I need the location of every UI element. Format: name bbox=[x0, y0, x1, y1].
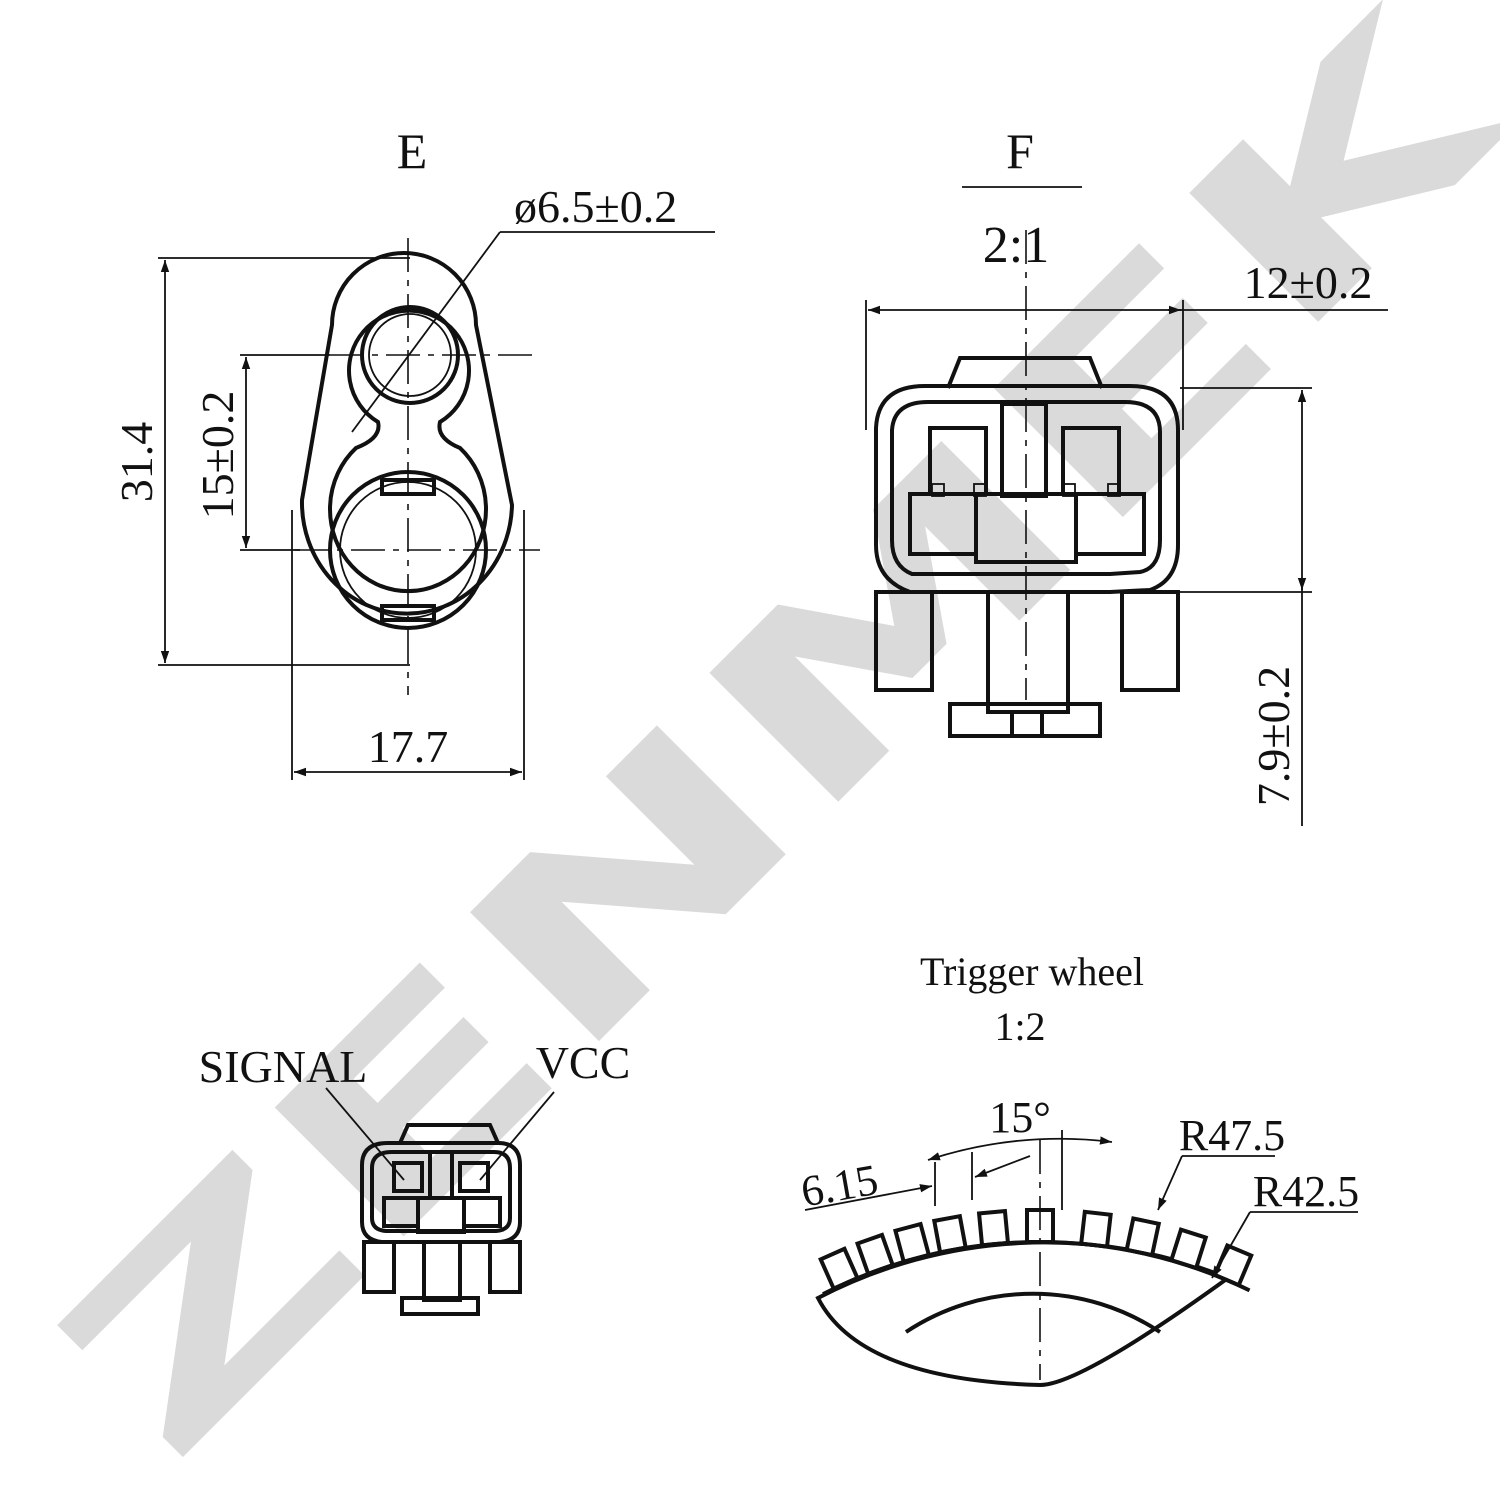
view-e-hole-diameter: ø6.5±0.2 bbox=[514, 181, 677, 232]
pinout-right-leg bbox=[488, 1240, 522, 1294]
pinout-housing-inner bbox=[370, 1150, 512, 1233]
trigger-wheel-teeth bbox=[818, 1208, 1254, 1296]
trigger-wheel-angle-arc bbox=[927, 1136, 1113, 1161]
pinout-left-leg bbox=[362, 1240, 396, 1294]
view-e-width: 17.7 bbox=[368, 721, 449, 772]
trigger-wheel-title: Trigger wheel bbox=[920, 949, 1144, 994]
view-e-height: 31.4 bbox=[111, 422, 162, 503]
trigger-wheel-r42-leader bbox=[1211, 1211, 1251, 1279]
pinout-signal-terminal bbox=[392, 1161, 424, 1193]
trigger-wheel-tw-leader bbox=[804, 1184, 933, 1211]
view-e-center-distance: 15±0.2 bbox=[192, 391, 243, 520]
pinout-signal-label: SIGNAL bbox=[199, 1041, 368, 1092]
trigger-wheel-view: Trigger wheel 1:2 15° 6.15 R47.5 R42.5 bbox=[797, 949, 1359, 1388]
trigger-wheel-inner-radius: R42.5 bbox=[1253, 1167, 1359, 1216]
view-e: E ø6.5±0.2 31.4 15±0.2 bbox=[111, 123, 715, 780]
pinout-center-block bbox=[416, 1196, 466, 1234]
pinout-base-plate bbox=[400, 1296, 480, 1316]
trigger-wheel-outer-radius: R47.5 bbox=[1179, 1111, 1285, 1160]
pinout-vcc-leader bbox=[479, 1091, 555, 1181]
view-f-housing-inner bbox=[890, 400, 1162, 576]
view-f-height: 7.9±0.2 bbox=[1248, 666, 1299, 806]
trigger-wheel-tooth-width: 6.15 bbox=[797, 1155, 881, 1217]
pinout-top-key bbox=[398, 1123, 500, 1144]
trigger-wheel-root-arc bbox=[822, 1240, 1251, 1296]
view-f-width: 12±0.2 bbox=[1244, 257, 1373, 308]
view-f-latch-3 bbox=[1062, 483, 1076, 497]
trigger-wheel-r47-leader bbox=[1157, 1155, 1183, 1211]
view-e-title: E bbox=[397, 123, 428, 179]
trigger-wheel-tooth bbox=[976, 1208, 1011, 1248]
view-f-top-key bbox=[946, 356, 1104, 389]
pinout-vcc-label: VCC bbox=[536, 1037, 631, 1088]
view-f-center-block bbox=[974, 492, 1078, 564]
view-f-base-plate bbox=[948, 702, 1102, 738]
view-f-housing-outer bbox=[874, 384, 1180, 594]
pinout-housing-outer bbox=[360, 1141, 522, 1244]
pinout-vcc-terminal bbox=[458, 1161, 490, 1193]
view-f-latch-2 bbox=[973, 483, 987, 497]
trigger-wheel-scale: 1:2 bbox=[994, 1004, 1045, 1049]
pinout-view: SIGNAL VCC bbox=[199, 1037, 631, 1316]
trigger-wheel-hub-arc bbox=[904, 1291, 1162, 1334]
view-f-latch-4 bbox=[1107, 483, 1121, 497]
view-f-title: F bbox=[1006, 123, 1034, 179]
trigger-wheel-angle: 15° bbox=[989, 1093, 1051, 1142]
view-f-right-leg bbox=[1120, 590, 1180, 692]
view-f: F 2:1 12±0.2 7. bbox=[865, 123, 1388, 826]
view-f-latch-1 bbox=[931, 483, 945, 497]
view-e-diameter-leader bbox=[351, 231, 501, 433]
trigger-wheel-tw-arrow-2 bbox=[974, 1155, 1031, 1178]
view-f-left-leg bbox=[874, 590, 934, 692]
pinout-signal-leader bbox=[325, 1087, 405, 1181]
view-f-center-stem bbox=[986, 590, 1070, 714]
view-f-scale: 2:1 bbox=[983, 217, 1049, 274]
trigger-wheel-tooth bbox=[1078, 1209, 1113, 1249]
